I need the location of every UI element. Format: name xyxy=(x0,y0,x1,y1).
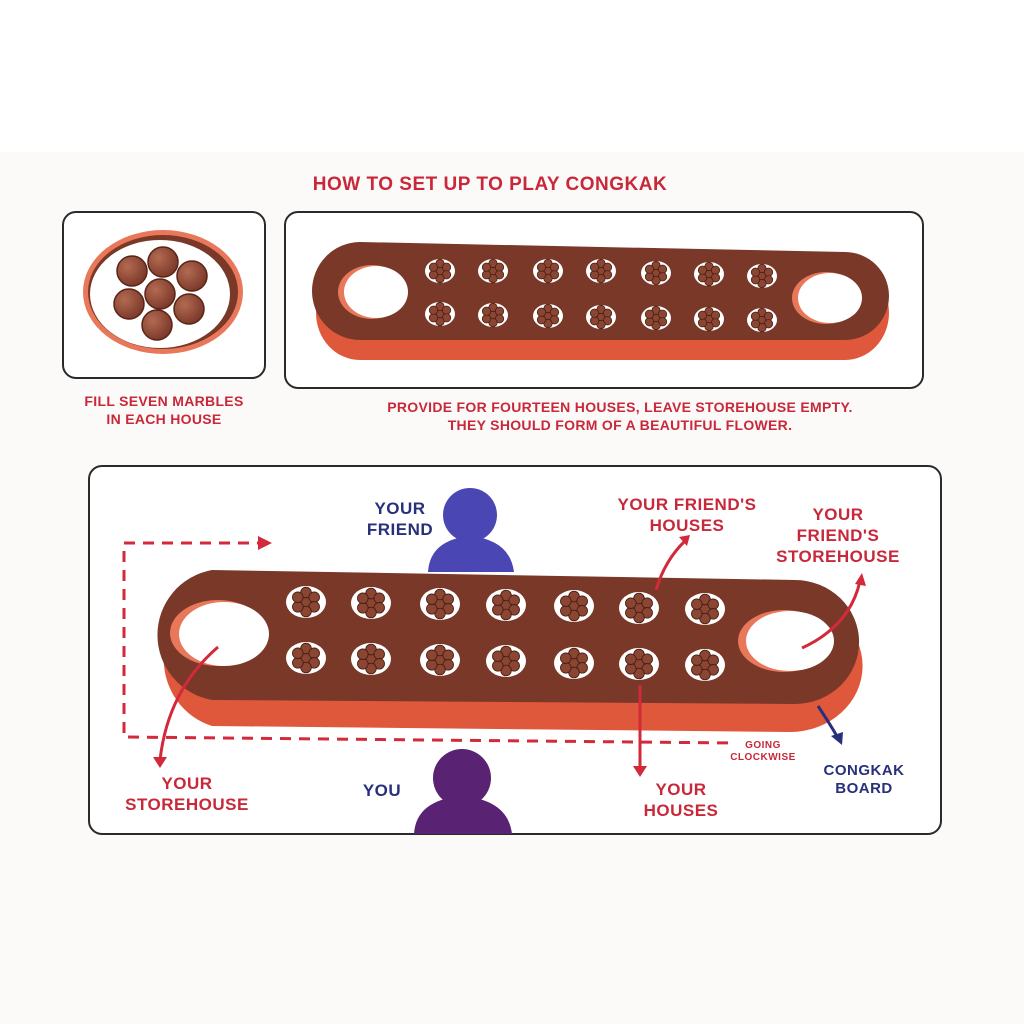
congkak-board-label: CONGKAK BOARD xyxy=(823,762,905,797)
congkak-board-arrow xyxy=(816,705,843,745)
setup-congkak-board xyxy=(312,242,889,360)
going-clockwise-label: GOING CLOCKWISE xyxy=(730,740,796,763)
page-background-top xyxy=(0,0,1024,152)
marbles-caption: FILL SEVEN MARBLES IN EACH HOUSE xyxy=(84,393,244,427)
your-storehouse-arrow xyxy=(158,645,219,761)
you-label: YOU xyxy=(362,781,402,800)
your-friend-label: YOUR FRIEND xyxy=(366,499,434,539)
your-storehouse-label: YOUR STOREHOUSE xyxy=(125,774,249,814)
friend-houses-arrow xyxy=(654,539,687,591)
friend-houses-label: YOUR FRIEND'S HOUSES xyxy=(617,495,757,535)
page-title: HOW TO SET UP TO PLAY CONGKAK xyxy=(312,174,668,195)
you-figure-icon xyxy=(414,749,512,834)
clockwise-arrowhead xyxy=(258,536,272,550)
label-arrows xyxy=(158,539,862,770)
friend-storehouse-arrow xyxy=(801,580,862,650)
your-houses-label: YOUR HOUSES xyxy=(643,780,719,820)
friend-storehouse-label: YOUR FRIEND'S STOREHOUSE xyxy=(776,505,900,566)
marble-bowl-illustration xyxy=(83,230,243,354)
setup-caption: PROVIDE FOR FOURTEEN HOUSES, LEAVE STORE… xyxy=(387,399,853,433)
play-congkak-board xyxy=(157,570,863,732)
friend-figure-icon xyxy=(428,488,514,572)
